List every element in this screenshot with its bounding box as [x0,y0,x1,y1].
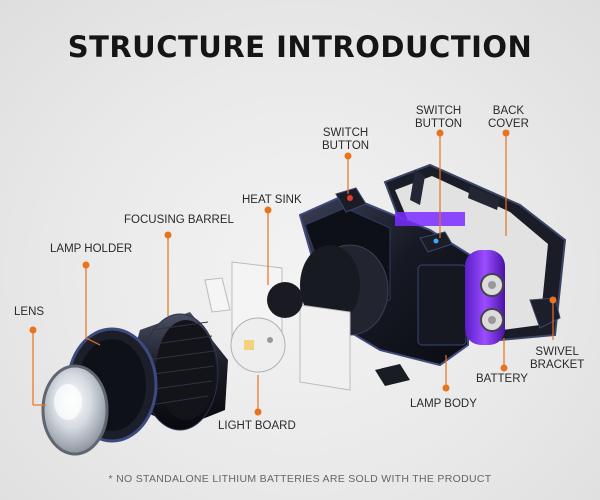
leader-lines [32,133,554,412]
label-switch-button-right-line2: BUTTON [415,118,463,130]
label-focusing-barrel: FOCUSING BARREL [124,214,234,226]
label-heat-sink: HEAT SINK [242,194,302,206]
page-title: STRUCTURE INTRODUCTION [67,30,533,64]
label-switch-button-left-line1: SWITCH [322,127,369,139]
label-swivel-bracket: SWIVEL BRACKET [530,346,584,372]
label-switch-button-right: SWITCH BUTTON [415,105,462,131]
label-lens: LENS [14,306,45,318]
switch-button-left [335,187,367,213]
label-swivel-bracket-line2: BRACKET [530,359,585,371]
label-battery: BATTERY [476,373,528,385]
label-back-cover-line1: BACK [492,105,525,117]
footnote: * NO STANDALONE LITHIUM BATTERIES ARE SO… [108,473,492,485]
light-board [204,277,286,373]
label-back-cover: BACK COVER [488,105,529,131]
label-back-cover-line2: COVER [488,118,529,130]
leader-dots [29,129,557,416]
label-light-board: LIGHT BOARD [218,420,296,432]
switch-button-right [419,231,453,253]
lens [41,364,109,456]
label-lamp-holder: LAMP HOLDER [50,243,133,255]
label-switch-button-left-line2: BUTTON [322,140,370,152]
label-lamp-body: LAMP BODY [410,398,477,410]
label-swivel-bracket-line1: SWIVEL [535,346,579,358]
label-switch-button-right-line1: SWITCH [415,105,462,117]
label-switch-button-left: SWITCH BUTTON [322,127,369,153]
battery [465,250,505,345]
